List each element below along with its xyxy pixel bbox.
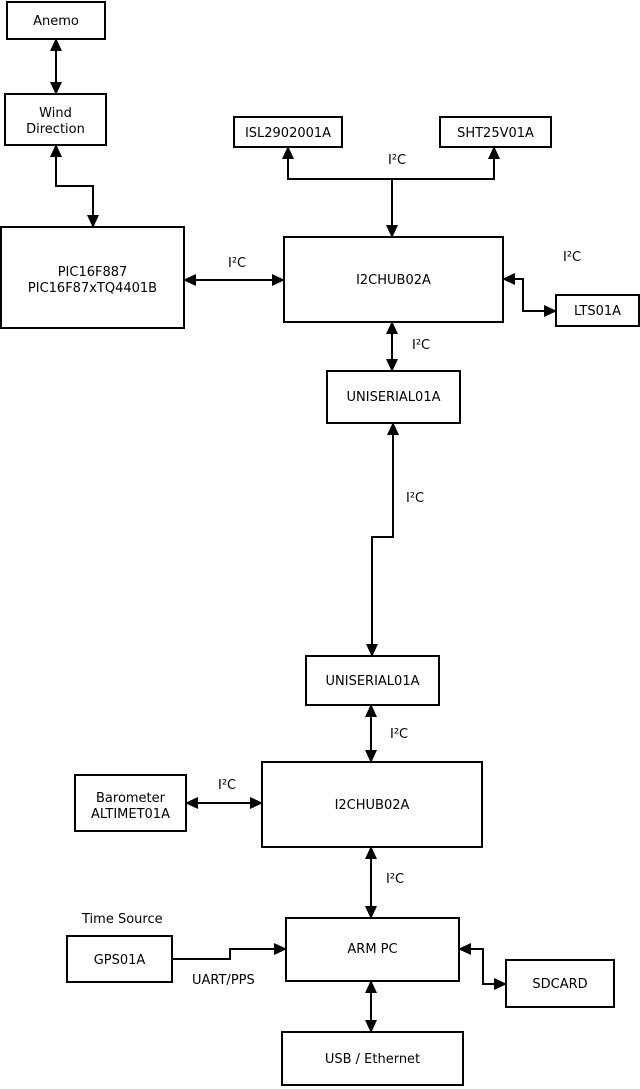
i2c-label-hub1-uniserial1: I²C	[412, 338, 430, 353]
i2c-label-pic-hub1: I²C	[228, 256, 246, 271]
i2c-label-sensors-bus: I²C	[388, 153, 406, 168]
uniserial-1-box	[326, 370, 461, 424]
gps-box	[66, 935, 173, 983]
node-anemo: Anemo	[6, 1, 106, 40]
uart-pps-label: UART/PPS	[192, 973, 255, 988]
uniserial-2-label: UNISERIAL01A	[326, 674, 420, 689]
node-arm-pc: ARM PC	[285, 917, 460, 982]
edge-uniserial1-uniserial2	[366, 422, 399, 657]
node-lts: LTS01A	[555, 294, 640, 327]
pic-box	[0, 226, 185, 329]
edge-hub1-lts	[502, 273, 557, 317]
wind-direction-label-line1: Wind	[39, 106, 72, 121]
i2c-hub-1-label: I2CHUB02A	[356, 273, 431, 288]
node-sdcard: SDCARD	[505, 959, 615, 1008]
sdcard-label: SDCARD	[532, 977, 587, 992]
node-pic: PIC16F887 PIC16F87xTQ4401B	[0, 226, 185, 329]
i2c-label-uniserial-link: I²C	[406, 491, 424, 506]
node-i2c-hub-1: I2CHUB02A	[283, 236, 504, 323]
node-wind-direction: Wind Direction	[4, 93, 107, 146]
i2c-hub-2-label: I2CHUB02A	[335, 798, 410, 813]
pic-label-line1: PIC16F887	[58, 265, 128, 280]
arm-pc-box	[285, 917, 460, 982]
node-usb-ethernet: USB / Ethernet	[281, 1031, 464, 1086]
i2c-label-hub1-lts: I²C	[563, 250, 581, 265]
i2c-label-barometer-hub2: I²C	[218, 778, 236, 793]
isl-label: ISL2902001A	[245, 126, 331, 141]
uniserial-1-label: UNISERIAL01A	[347, 390, 441, 405]
anemo-label: Anemo	[33, 14, 79, 29]
barometer-label-line1: Barometer	[96, 791, 166, 806]
pic-label-line2: PIC16F87xTQ4401B	[28, 281, 157, 296]
node-barometer: Barometer ALTIMET01A	[74, 774, 187, 832]
wind-direction-label-line2: Direction	[26, 122, 85, 137]
sht-label: SHT25V01A	[457, 126, 534, 141]
edge-wind-pic	[50, 144, 99, 228]
barometer-box	[74, 774, 187, 832]
gps-label: GPS01A	[94, 953, 146, 968]
edges	[50, 38, 557, 1033]
node-gps: GPS01A	[66, 935, 173, 983]
node-uniserial-1: UNISERIAL01A	[326, 370, 461, 424]
edge-gps-armpc	[172, 943, 287, 960]
edge-armpc-sdcard	[458, 943, 507, 990]
usb-ethernet-label: USB / Ethernet	[325, 1052, 420, 1067]
sht-box	[439, 116, 552, 148]
isl-box	[233, 116, 343, 148]
barometer-label-line2: ALTIMET01A	[91, 807, 170, 822]
node-isl: ISL2902001A	[233, 116, 343, 148]
i2c-hub-1-box	[283, 236, 504, 323]
uniserial-2-box	[305, 655, 440, 706]
node-i2c-hub-2: I2CHUB02A	[261, 761, 483, 848]
sdcard-box	[505, 959, 615, 1008]
lts-label: LTS01A	[574, 304, 621, 319]
edge-labels: I²C I²C I²C I²C I²C I²C I²C I²C Time Sou…	[81, 153, 581, 988]
time-source-label: Time Source	[81, 912, 163, 927]
anemo-box	[6, 1, 106, 40]
node-uniserial-2: UNISERIAL01A	[305, 655, 440, 706]
node-sht: SHT25V01A	[439, 116, 552, 148]
i2c-label-hub2-armpc: I²C	[386, 872, 404, 887]
usb-ethernet-box	[281, 1031, 464, 1086]
i2c-label-uniserial2-hub2: I²C	[390, 727, 408, 742]
wind-direction-box	[4, 93, 107, 146]
i2c-hub-2-box	[261, 761, 483, 848]
arm-pc-label: ARM PC	[347, 942, 397, 957]
lts-box	[555, 294, 640, 327]
